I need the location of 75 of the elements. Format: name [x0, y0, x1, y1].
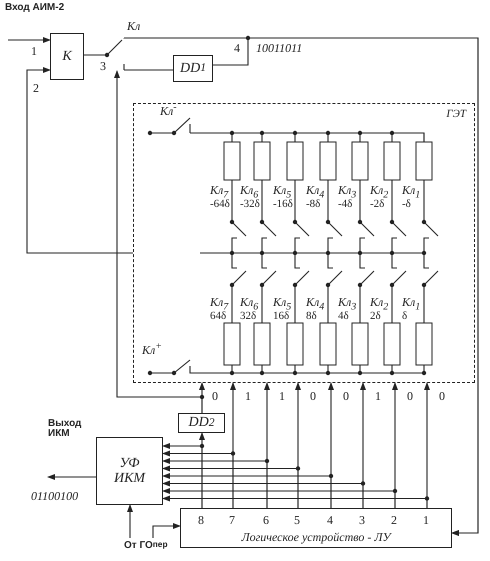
arrow — [162, 458, 268, 508]
switch-label: Кл$_{7}$ — [210, 184, 228, 200]
edge-label: 1 — [244, 390, 252, 402]
wire — [84, 54, 107, 56]
arrow — [162, 450, 234, 508]
switch-symbol — [104, 38, 125, 70]
weight-label: 16δ — [273, 311, 290, 322]
edge-label: 0 — [309, 390, 317, 402]
switch-label: Кл$_{1}$ — [402, 296, 420, 312]
arrow — [47, 474, 96, 480]
arrow — [8, 37, 51, 43]
switch-label: Кл$_{3}$ — [338, 296, 356, 312]
weight-label: 64δ — [210, 311, 226, 322]
caption-text: Вход АИМ-2 — [5, 3, 64, 13]
arrow — [127, 504, 133, 538]
switch-label: Кл$^{-}$ — [160, 103, 177, 117]
switch-label: Кл — [127, 20, 140, 32]
code-word: 10011011 — [256, 42, 302, 54]
switch-label: Кл$_{4}$ — [306, 184, 324, 200]
output-label: Выход ИКМ — [48, 419, 82, 439]
weight-label: -16δ — [273, 199, 293, 210]
switch-label: Кл$_{6}$ — [240, 184, 258, 200]
switch-label: Кл$_{6}$ — [240, 296, 258, 312]
bit-number: 2 — [391, 514, 397, 526]
edge-label: 0 — [438, 390, 446, 402]
arrow — [162, 473, 332, 508]
comparator-box: K — [50, 33, 84, 80]
arrow — [162, 466, 299, 508]
logic-block: УФ ИКМ — [96, 437, 163, 505]
line-number: 4 — [234, 42, 240, 54]
weight-label: 8δ — [306, 311, 317, 322]
weight-label: -4δ — [338, 199, 352, 210]
pin-number: 3 — [100, 60, 106, 72]
arrow — [162, 496, 428, 508]
bit-number: 4 — [327, 514, 333, 526]
weight-label: -δ — [402, 199, 411, 210]
wire — [124, 69, 173, 71]
weight-label: -8δ — [306, 199, 320, 210]
bit-number: 1 — [423, 514, 429, 526]
arrow — [213, 37, 479, 536]
weight-label: 32δ — [240, 311, 256, 322]
bit-number: 5 — [294, 514, 300, 526]
switch-label: Кл$_{7}$ — [210, 296, 228, 312]
switch-label: Кл$_{2}$ — [370, 296, 388, 312]
switch-label: Кл$_{1}$ — [402, 184, 420, 200]
arrow — [152, 523, 181, 538]
edge-label: 1 — [278, 390, 286, 402]
arrow — [199, 382, 205, 413]
weight-label: -64δ — [210, 199, 230, 210]
bit-number: 7 — [229, 514, 235, 526]
edge-label: 01100100 — [30, 490, 80, 502]
switch-label: Кл$_{5}$ — [273, 184, 292, 200]
edge-label: 1 — [374, 390, 382, 402]
edge-label: 0 — [211, 390, 219, 402]
switch-label: Кл$_{4}$ — [306, 296, 324, 312]
bit-number: 8 — [198, 514, 204, 526]
switch-label: Кл$^{+}$ — [142, 342, 162, 356]
weight-label: -2δ — [370, 199, 384, 210]
edge-label: 0 — [342, 390, 350, 402]
bit-number: 6 — [263, 514, 269, 526]
switch-label: Кл$_{3}$ — [338, 184, 356, 200]
bit-number: 3 — [359, 514, 365, 526]
switch-label: Кл$_{5}$ — [273, 296, 292, 312]
weight-label: 4δ — [338, 311, 349, 322]
weight-label: δ — [402, 311, 408, 322]
edge-label: 0 — [406, 390, 414, 402]
arrow — [162, 488, 396, 508]
arrow — [26, 67, 133, 254]
weight-label: 2δ — [370, 311, 381, 322]
weight-label: -32δ — [240, 199, 260, 210]
pin-number: 2 — [33, 82, 39, 94]
arrow — [162, 443, 203, 508]
arrow — [162, 480, 364, 508]
pin-number: 1 — [31, 45, 37, 57]
switch-label: Кл$_{2}$ — [370, 184, 388, 200]
